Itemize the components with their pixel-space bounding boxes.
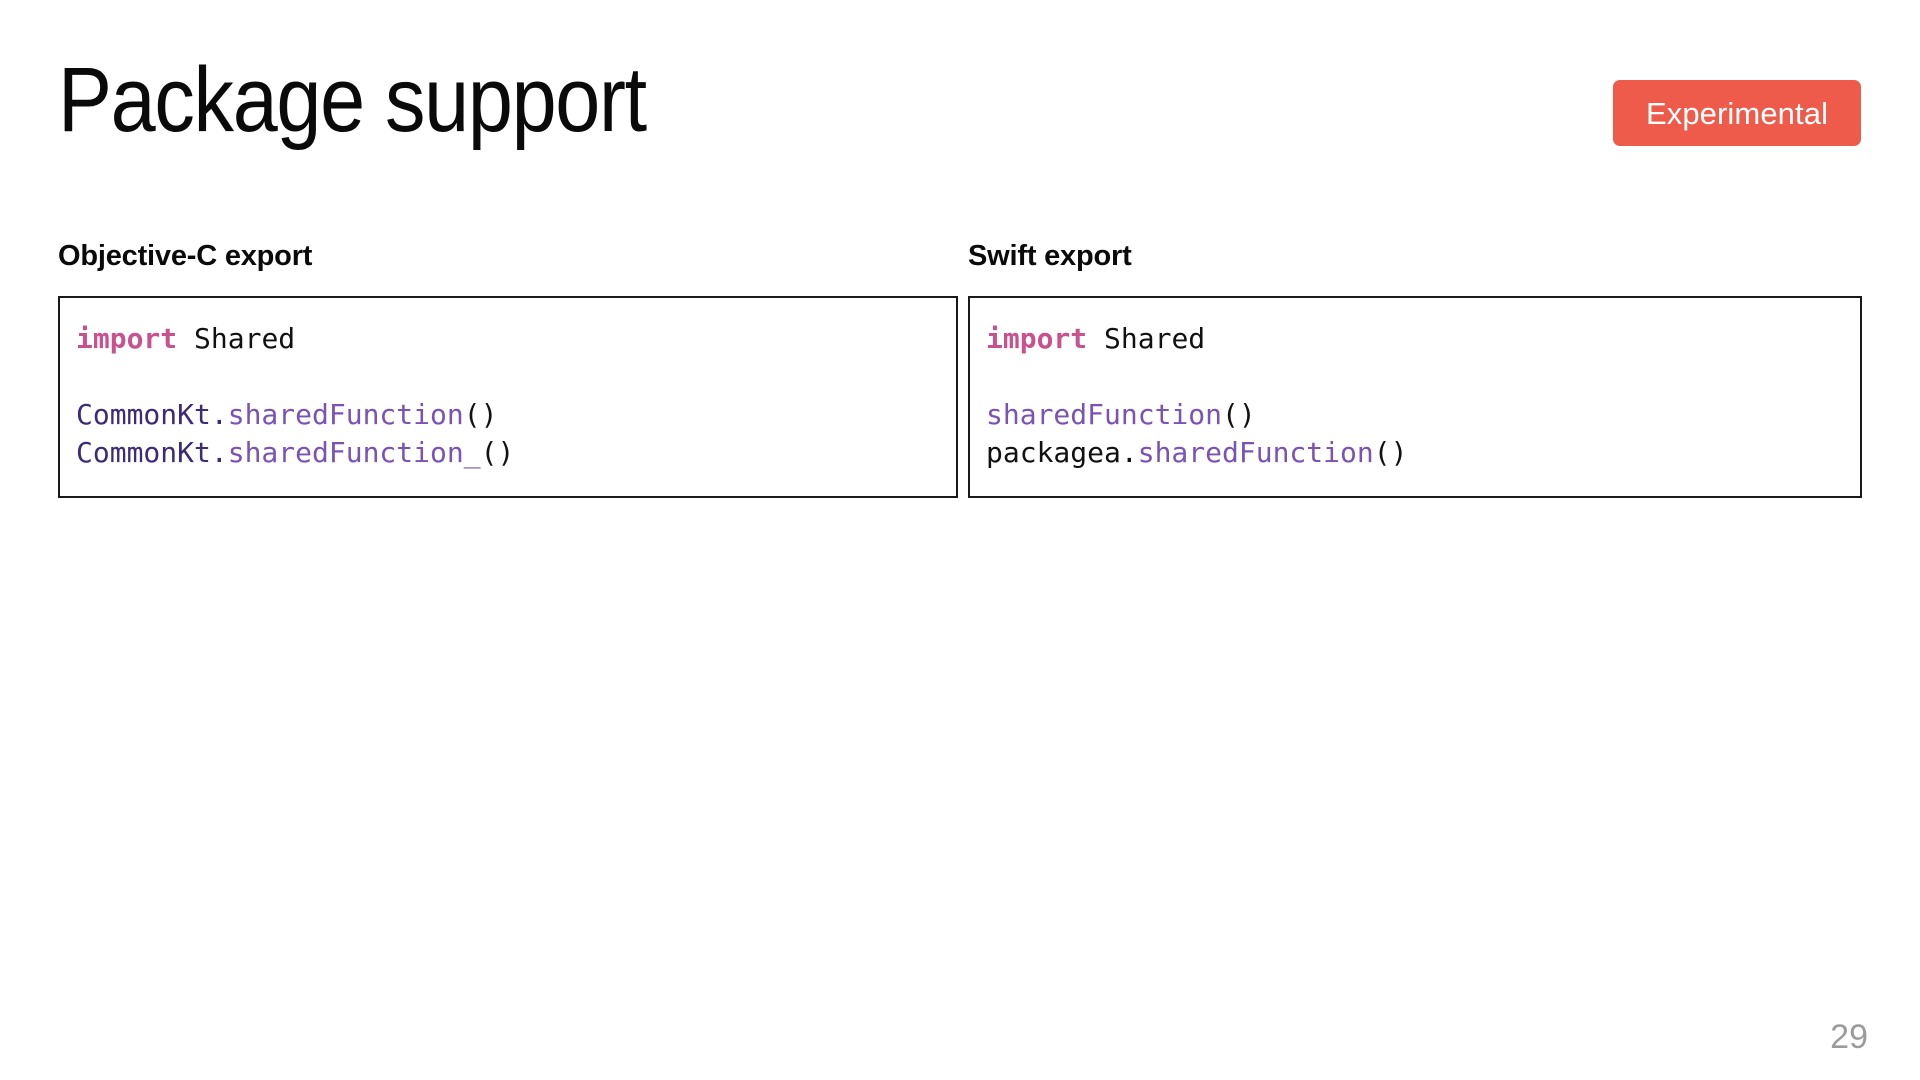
column-heading-objective-c: Objective-C export	[58, 240, 313, 272]
code-function-line4: sharedFunction_	[227, 436, 481, 469]
code-keyword-import: import	[986, 322, 1088, 355]
code-receiver-line4: CommonKt.	[76, 436, 228, 469]
code-module-name: Shared	[177, 322, 296, 355]
code-function-line4: sharedFunction	[1137, 436, 1374, 469]
code-parens-line4: ()	[1373, 436, 1408, 469]
code-module-name: Shared	[1087, 322, 1206, 355]
column-objective-c: Objective-C export import Shared CommonK…	[58, 240, 958, 498]
page-number: 29	[1830, 1018, 1868, 1056]
status-badge: Experimental	[1613, 80, 1861, 146]
status-badge-label: Experimental	[1645, 95, 1829, 131]
code-parens-line3: ()	[1222, 398, 1256, 431]
page-title: Package support	[58, 49, 647, 151]
code-function-line3: sharedFunction	[227, 398, 464, 431]
code-block-swift: import Shared sharedFunction() packagea.…	[968, 296, 1862, 498]
code-keyword-import: import	[76, 322, 178, 355]
code-function-line3: sharedFunction	[986, 398, 1223, 431]
code-block-objective-c: import Shared CommonKt.sharedFunction() …	[58, 296, 958, 498]
code-receiver-line3: CommonKt.	[76, 398, 228, 431]
code-parens-line4: ()	[480, 436, 515, 469]
code-text-objective-c: import Shared CommonKt.sharedFunction() …	[76, 320, 956, 472]
slide-header: Package support Experimental	[0, 0, 1920, 200]
code-receiver-line4: packagea.	[986, 436, 1138, 469]
code-text-swift: import Shared sharedFunction() packagea.…	[986, 320, 1860, 472]
column-swift: Swift export import Shared sharedFunctio…	[968, 240, 1862, 498]
column-heading-swift: Swift export	[968, 240, 1132, 272]
code-parens-line3: ()	[463, 398, 498, 431]
